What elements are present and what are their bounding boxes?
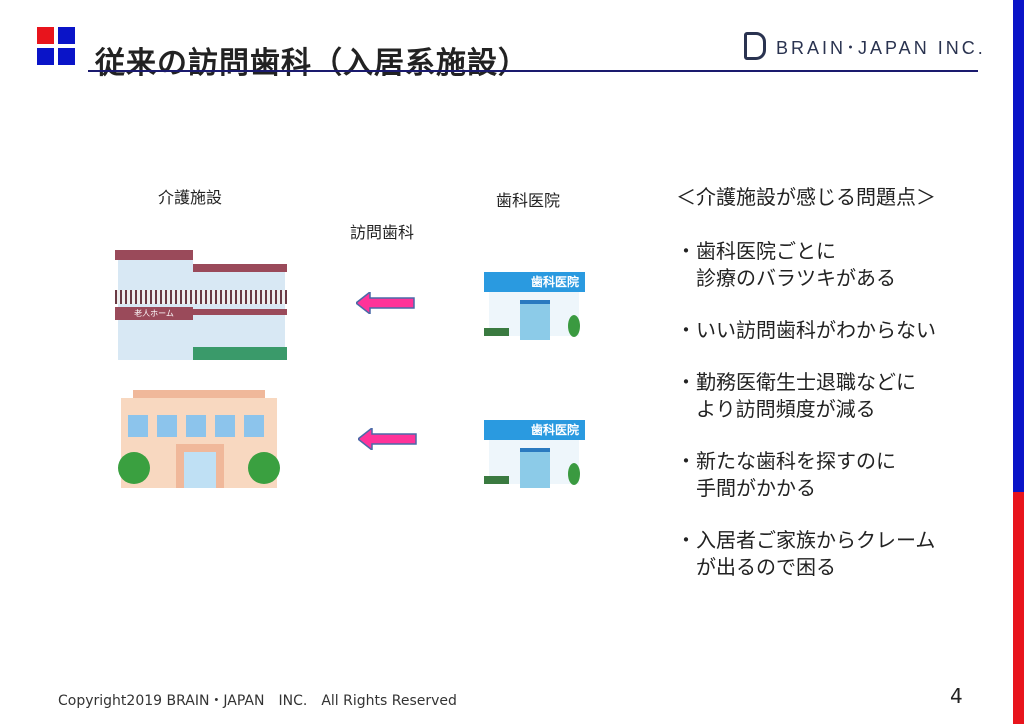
issue-item: ・入居者ご家族からクレーム が出るので困る [676, 528, 936, 579]
issues-list: ＜介護施設が感じる問題点＞ ・歯科医院ごとに 診療のバラツキがある ・いい訪問歯… [676, 184, 936, 606]
brand-logo-icon [744, 32, 766, 60]
logo-square-blue [58, 27, 75, 44]
brand-name: BRAIN･JAPAN INC. [776, 38, 986, 58]
logo-square-red [37, 27, 54, 44]
clinic-sign: 歯科医院 [484, 272, 585, 292]
logo-square-blue [37, 48, 54, 65]
left-arrow-icon [356, 292, 415, 314]
issue-item: ・新たな歯科を探すのに 手間がかかる [676, 449, 896, 500]
side-bar-red [1013, 492, 1024, 724]
page-title: 従来の訪問歯科（入居系施設） [95, 46, 529, 81]
nursing-home-illustration: 老人ホーム [115, 250, 287, 362]
issue-item: ・勤務医衛生士退職などに より訪問頻度が減る [676, 370, 916, 421]
clinic-sign: 歯科医院 [484, 420, 585, 440]
clinic-label: 歯科医院 [496, 191, 561, 210]
issue-item: ・歯科医院ごとに 診療のバラツキがある [676, 239, 896, 290]
dental-clinic-illustration: 歯科医院 [484, 418, 585, 498]
issue-item: ・いい訪問歯科がわからない [676, 318, 936, 342]
issues-heading: ＜介護施設が感じる問題点＞ [676, 185, 936, 209]
visit-label: 訪問歯科 [350, 223, 415, 242]
nursing-home-sign: 老人ホーム [115, 307, 193, 320]
facility-label: 介護施設 [158, 188, 223, 207]
dental-clinic-illustration: 歯科医院 [484, 270, 585, 350]
page-number: 4 [950, 684, 963, 708]
title-underline [88, 70, 978, 72]
copyright: Copyright2019 BRAIN・JAPAN INC. All Right… [58, 693, 457, 709]
logo-square-blue [58, 48, 75, 65]
care-facility-illustration [118, 390, 280, 490]
side-bar-blue [1013, 0, 1024, 492]
left-arrow-icon [358, 428, 417, 450]
